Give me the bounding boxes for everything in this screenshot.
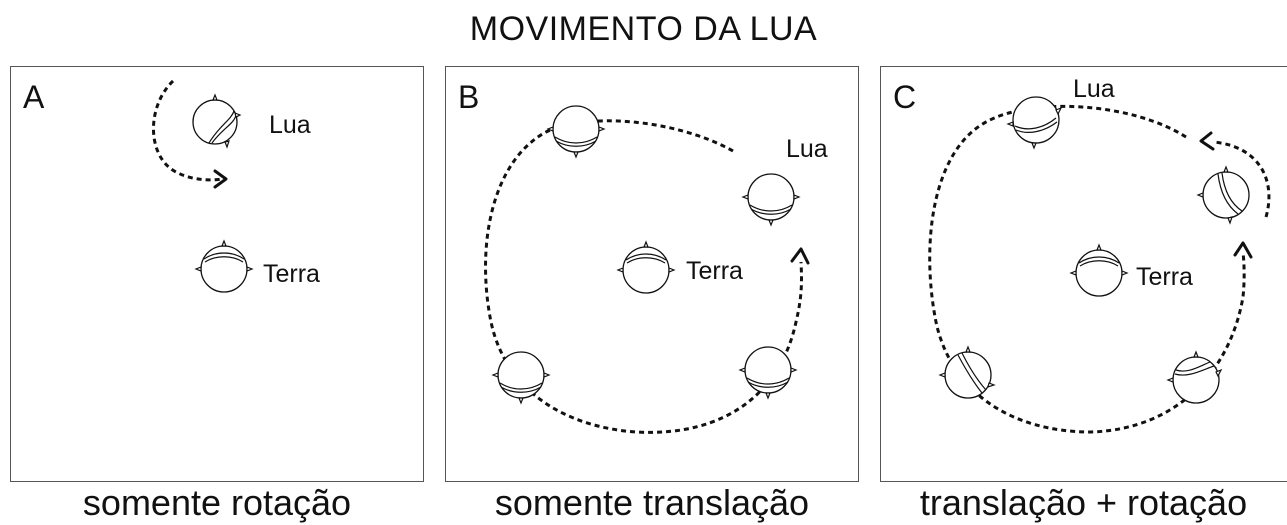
moon (938, 345, 996, 399)
panel-a-drawing (152, 79, 254, 293)
arrowhead (790, 247, 810, 265)
diagram-title: MOVIMENTO DA LUA (469, 10, 818, 48)
moon (1006, 96, 1063, 150)
panel-letter: C (893, 79, 917, 115)
moon (1196, 165, 1250, 225)
earth-label: Terra (263, 260, 320, 288)
panel-b: B Lua Terra (445, 66, 859, 482)
caption-b: somente translação (494, 482, 810, 523)
moon (192, 93, 242, 149)
arrowhead (213, 169, 228, 189)
arrowhead (1233, 241, 1253, 259)
earth (1069, 243, 1129, 297)
rotation-arrow (152, 79, 224, 182)
moon-label: Lua (786, 135, 828, 163)
earth-label: Terra (686, 257, 743, 285)
moon (1166, 350, 1223, 404)
earth (616, 240, 676, 294)
rotation-arrow (1213, 140, 1271, 218)
caption-c: translação + rotação (919, 482, 1248, 523)
moon (741, 173, 801, 227)
panel-letter: A (23, 79, 45, 115)
moon-label: Lua (269, 111, 311, 139)
earth-label: Terra (1136, 263, 1193, 291)
arrowhead (1199, 131, 1215, 151)
moon-label: Lua (1073, 75, 1115, 103)
panel-c: C Lua Terra (880, 66, 1287, 482)
moon (491, 351, 551, 405)
caption-a: somente rotação (82, 482, 352, 523)
panel-b-drawing (484, 105, 810, 434)
panel-a: A Lua Terra (10, 66, 424, 482)
moon (738, 346, 798, 400)
earth (194, 239, 254, 293)
panel-c-drawing (928, 96, 1271, 434)
panel-letter: B (458, 79, 480, 115)
moon (546, 105, 606, 159)
